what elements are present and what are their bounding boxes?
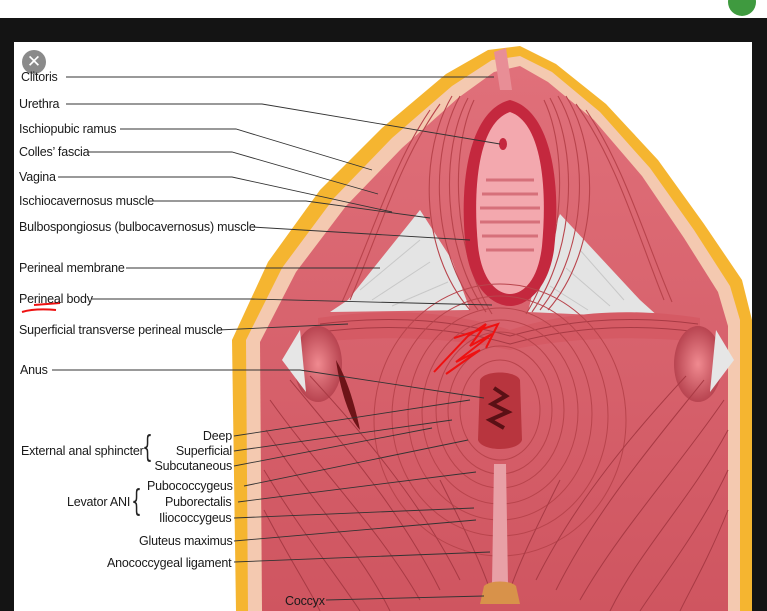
label-levator-ani: Levator ANI	[67, 495, 131, 509]
ischial-right	[674, 326, 722, 402]
close-button[interactable]: ✕	[22, 50, 46, 74]
label-pubococcygeus: Pubococcygeus	[147, 479, 233, 493]
label-urethra: Urethra	[19, 97, 60, 111]
label-clitoris: Clitoris	[21, 70, 58, 84]
label-gluteus-maximus: Gluteus maximus	[139, 534, 233, 548]
brace-sphincter: {	[142, 430, 153, 465]
label-superficial-transverse: Superficial transverse perineal muscle	[19, 323, 223, 337]
label-colles-fascia: Colles’ fascia	[19, 145, 90, 159]
label-coccyx: Coccyx	[285, 594, 325, 608]
fossa-left	[336, 360, 360, 430]
clitoris-body	[494, 48, 512, 90]
vagina-inner	[476, 112, 544, 294]
label-external-anal-sphincter: External anal sphincter	[21, 444, 144, 458]
anus-opening	[478, 372, 522, 449]
label-anococcygeal-ligament: Anococcygeal ligament	[107, 556, 232, 570]
status-dot	[728, 0, 756, 16]
label-ischiocavernosus: Ischiocavernosus muscle	[19, 194, 155, 208]
label-superficial: Superficial	[175, 444, 232, 458]
label-deep: Deep	[202, 429, 232, 443]
red-annotation	[21, 302, 500, 375]
membrane-left	[330, 210, 470, 312]
urethra-opening	[499, 138, 507, 150]
brace-levator: {	[131, 484, 142, 519]
label-vagina: Vagina	[19, 170, 56, 184]
label-anus: Anus	[20, 363, 48, 377]
anococcygeal-ligament	[492, 464, 508, 584]
top-bar	[0, 0, 767, 18]
label-subcutaneous: Subcutaneous	[154, 459, 232, 473]
label-bulbospongiosus: Bulbospongiosus (bulbocavernosus) muscle	[19, 220, 256, 234]
label-ischiopubic-ramus: Ischiopubic ramus	[19, 122, 117, 136]
label-iliococcygeus: Iliococcygeus	[159, 511, 232, 525]
ischial-left	[294, 326, 342, 402]
label-puborectalis: Puborectalis	[165, 495, 232, 509]
label-perineal-body: Perineal body	[19, 292, 93, 306]
label-perineal-membrane: Perineal membrane	[19, 261, 125, 275]
coccyx-bone	[480, 581, 520, 604]
